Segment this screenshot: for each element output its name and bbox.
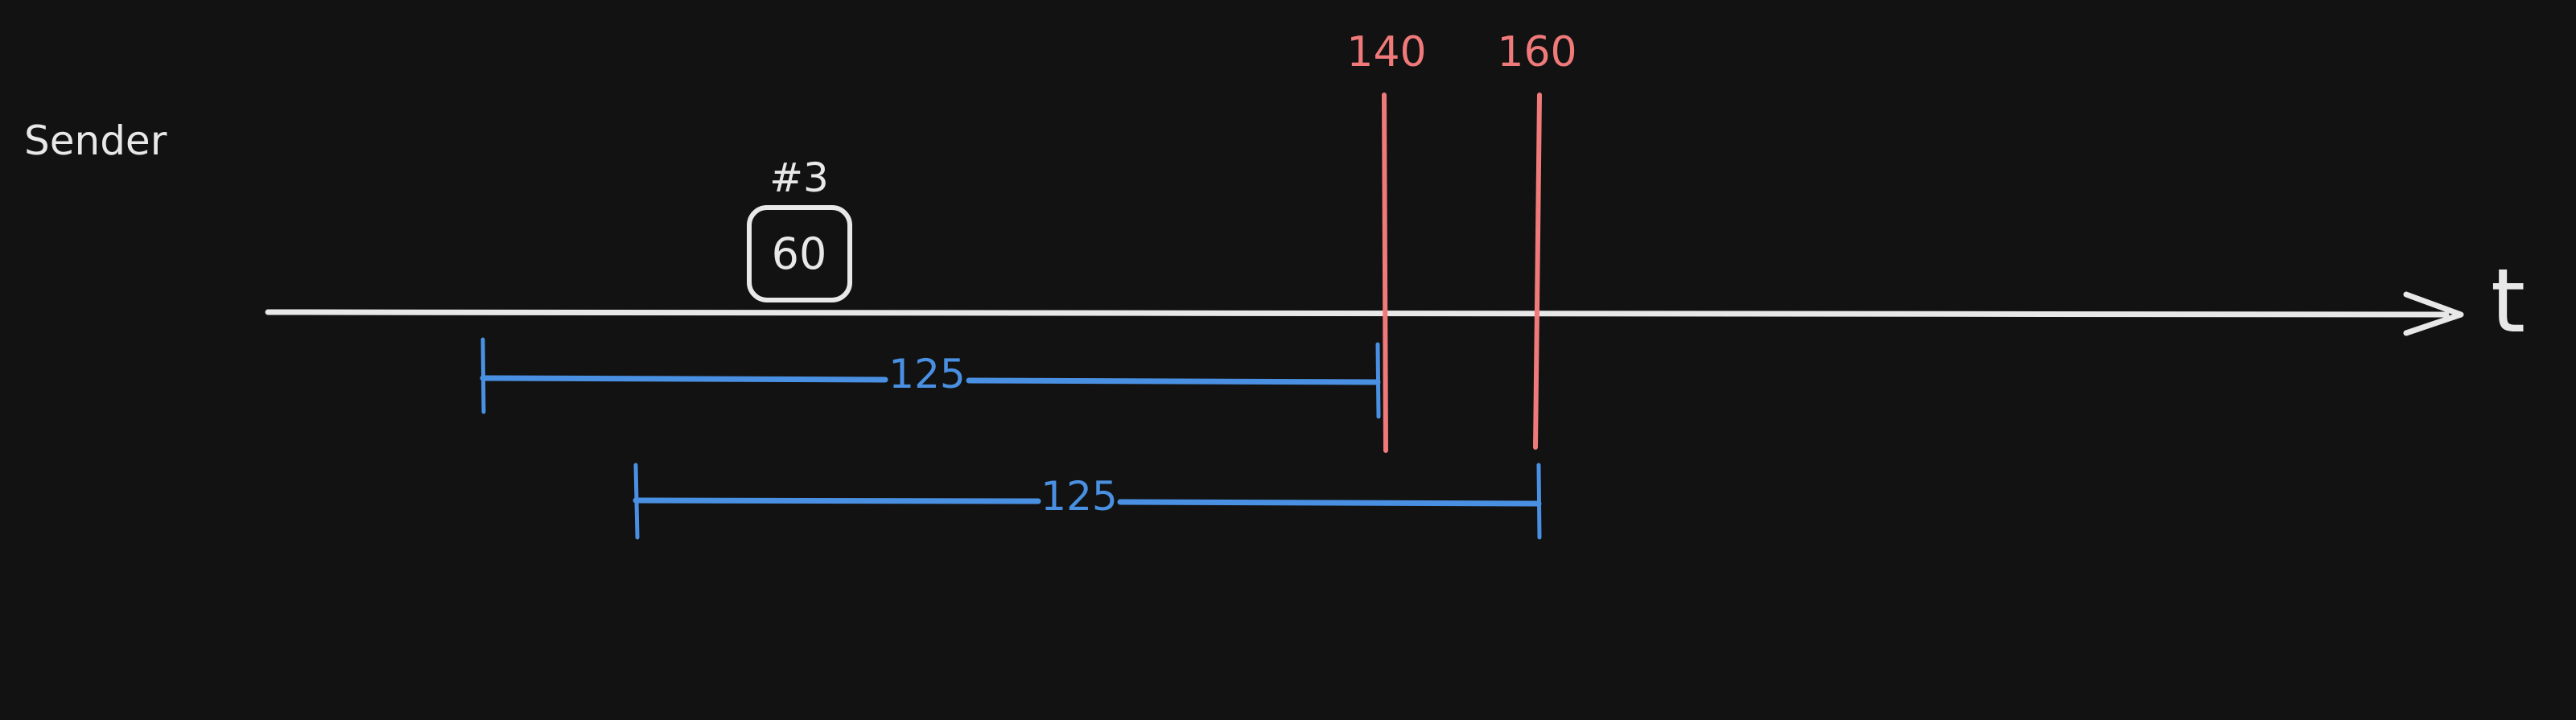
marker-label: 140 — [1346, 28, 1426, 76]
marker-140: 140 — [1346, 28, 1427, 453]
time-axis — [265, 291, 2464, 336]
time-axis-arrowhead-icon — [2403, 291, 2464, 336]
span-label: 125 — [1041, 473, 1117, 520]
packet-value: 60 — [772, 228, 827, 279]
marker-line — [1533, 93, 1542, 450]
marker-line — [1382, 93, 1388, 453]
axis-label: t — [2491, 249, 2525, 352]
span-line-left — [633, 497, 1041, 504]
span-2: 125 — [633, 463, 1542, 540]
marker-label: 160 — [1497, 28, 1577, 76]
time-axis-line — [265, 309, 2450, 318]
lane-label: Sender — [24, 117, 167, 164]
packet-id-label: #3 — [769, 154, 829, 201]
marker-160: 160 — [1497, 28, 1577, 450]
span-label: 125 — [888, 351, 965, 397]
packet-box — [747, 205, 852, 302]
span-line-right — [966, 377, 1381, 385]
span-line-left — [480, 375, 888, 383]
span-line-right — [1117, 499, 1542, 507]
span-1: 125 — [480, 337, 1381, 419]
